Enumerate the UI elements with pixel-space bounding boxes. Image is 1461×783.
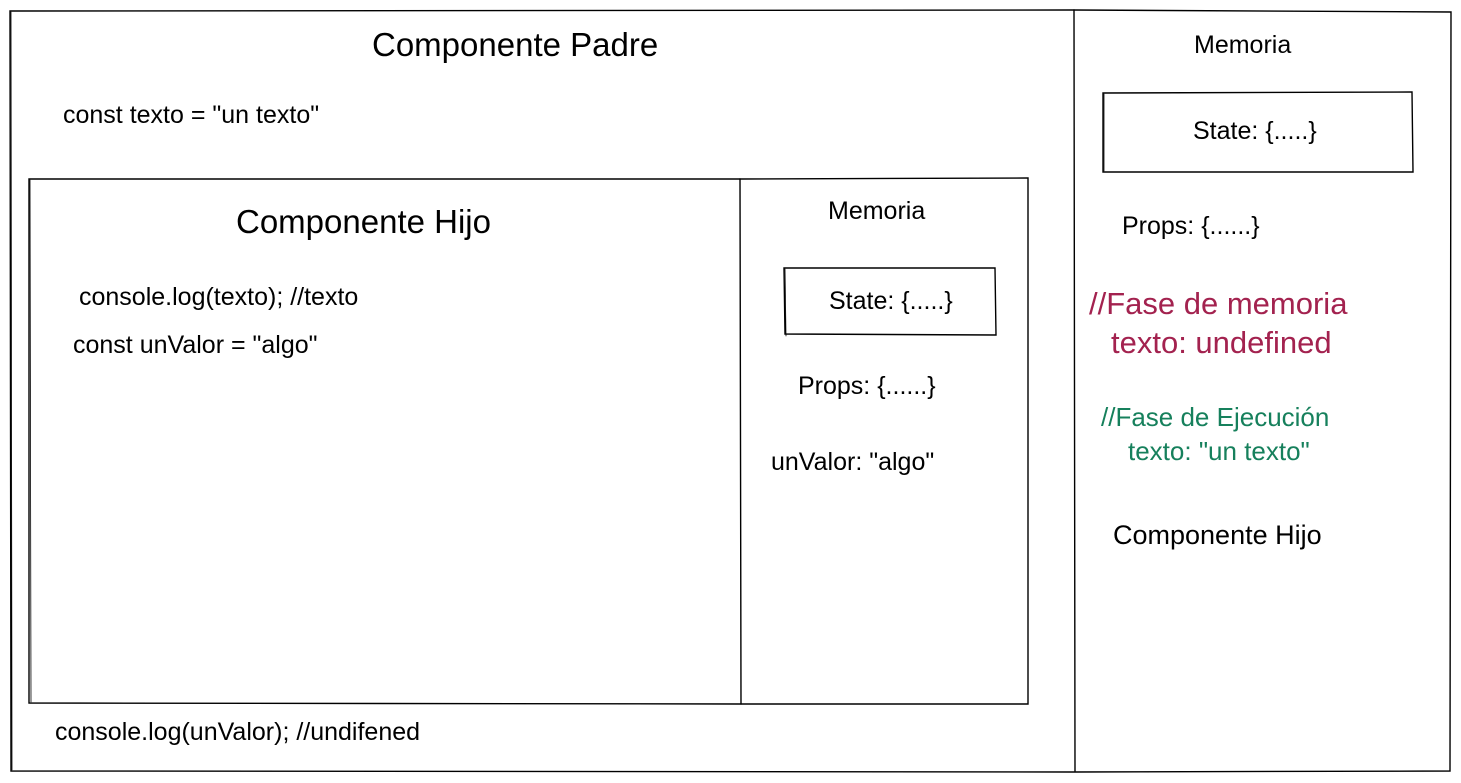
child-memory-title: Memoria: [828, 197, 926, 225]
parent-props-label: Props: {......}: [1122, 212, 1260, 240]
child-value-label: unValor: "algo": [771, 448, 935, 476]
parent-title: Componente Padre: [372, 26, 659, 63]
memory-phase-value: texto: undefined: [1111, 325, 1332, 360]
child-title: Componente Hijo: [236, 203, 491, 240]
parent-declaration: const texto = "un texto": [63, 101, 320, 129]
memory-phase-heading: //Fase de memoria: [1089, 286, 1348, 321]
parent-state-box: [1102, 91, 1414, 173]
parent-component-box: [9, 9, 1452, 773]
parent-memory-title: Memoria: [1194, 31, 1292, 59]
parent-memory-divider: [1073, 9, 1076, 772]
child-log-line: console.log(texto); //texto: [79, 283, 359, 311]
parent-state-label: State: {.....}: [1193, 117, 1317, 145]
execution-phase-heading: //Fase de Ejecución: [1101, 402, 1330, 432]
child-props-label: Props: {......}: [798, 372, 936, 400]
parent-bottom-log: console.log(unValor); //undifened: [55, 718, 421, 746]
child-state-box: [783, 267, 997, 336]
execution-phase-value: texto: "un texto": [1128, 436, 1310, 466]
child-declaration: const unValor = "algo": [73, 331, 318, 359]
child-state-label: State: {.....}: [829, 287, 953, 315]
child-memory-divider: [739, 178, 742, 705]
child-component-box: [28, 177, 1029, 705]
parent-memory-child-ref: Componente Hijo: [1113, 520, 1322, 550]
